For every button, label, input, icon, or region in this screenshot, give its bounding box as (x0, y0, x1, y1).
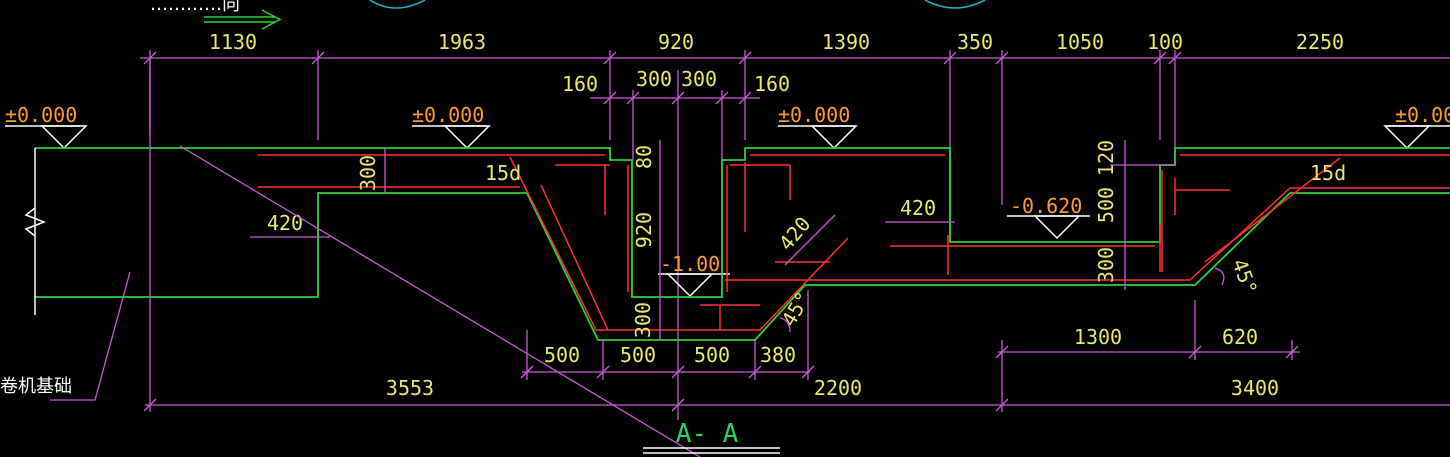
elevation-marker-pit (658, 273, 730, 298)
dim-420-left: 420 (267, 211, 303, 235)
dim-top-1963: 1963 (438, 30, 486, 54)
dim-bottom-2200: 2200 (814, 376, 862, 400)
direction-arrow-icon (204, 9, 282, 30)
angle-arc-right (1214, 267, 1225, 286)
elevation-marker-mid (778, 125, 858, 150)
dim-pit-160-right: 160 (754, 72, 790, 96)
elevation-marker-step (1007, 215, 1090, 240)
elevation-marker-mid-left (412, 125, 491, 150)
dim-slope-420: 420 (774, 212, 816, 255)
elevation-pit: -1.00 (660, 252, 720, 276)
side-note: 卷机基础 (0, 376, 72, 397)
dim-bottom-3553: 3553 (386, 376, 434, 400)
angle-45-right: 45° (1227, 256, 1262, 298)
rebar-lines (258, 154, 1450, 331)
dim-420-mid: 420 (900, 196, 936, 220)
dim-top-350: 350 (957, 30, 993, 54)
grid-bubble-right (924, 0, 986, 9)
elevation-mid-left: ±0.000 (412, 103, 484, 127)
elevation-marker-right (1383, 125, 1450, 150)
pit-dimension-chain (590, 70, 760, 420)
elevation-step: -0.620 (1010, 194, 1082, 218)
angle-45-left: 45° (777, 287, 816, 330)
grid-bubble-left (369, 0, 426, 9)
dim-bottom-380: 380 (760, 343, 796, 367)
dim-bottom-500-c: 500 (694, 343, 730, 367)
dim-bottom-620: 620 (1222, 325, 1258, 349)
dim-bottom-3400: 3400 (1231, 376, 1279, 400)
dim-pit-300: 300 (631, 302, 655, 338)
elevation-left: ±0.000 (5, 103, 77, 127)
elevation-marker-left (5, 125, 88, 150)
section-title: A- A (676, 419, 739, 449)
dim-pit-300-left: 300 (636, 67, 672, 91)
angle-arc-left (779, 317, 791, 333)
dim-top-1050: 1050 (1056, 30, 1104, 54)
bottom-dimension-chain (143, 60, 1450, 412)
dim-pit-160-left: 160 (562, 72, 598, 96)
dim-bottom-1300: 1300 (1074, 325, 1122, 349)
dim-top-1130: 1130 (209, 30, 257, 54)
elevation-right: ±0.000 (1395, 103, 1450, 127)
dim-300-right: 300 (1094, 247, 1118, 283)
lap-15d-right: 15d (1310, 161, 1346, 185)
dim-top-920: 920 (658, 30, 694, 54)
foundation-bottom (35, 192, 1450, 341)
dim-500: 500 (1094, 187, 1118, 223)
dim-top-2250: 2250 (1296, 30, 1344, 54)
top-note: …………向 (150, 0, 240, 15)
dim-top-1390: 1390 (822, 30, 870, 54)
inner-dimension-lines (250, 140, 1175, 340)
dim-top-100: 100 (1147, 30, 1183, 54)
top-dimension-chain (140, 50, 1450, 225)
lap-15d-left: 15d (485, 161, 521, 185)
side-note-leader (50, 271, 131, 401)
dim-80: 80 (632, 145, 656, 169)
dim-slab-300: 300 (356, 155, 380, 191)
dim-pit-300-right: 300 (681, 67, 717, 91)
elevation-mid: ±0.000 (778, 103, 850, 127)
dim-bottom-500-a: 500 (544, 343, 580, 367)
dim-120: 120 (1094, 140, 1118, 176)
dim-bottom-500-b: 500 (620, 343, 656, 367)
break-symbol-icon (24, 207, 47, 237)
dim-920: 920 (632, 212, 656, 248)
